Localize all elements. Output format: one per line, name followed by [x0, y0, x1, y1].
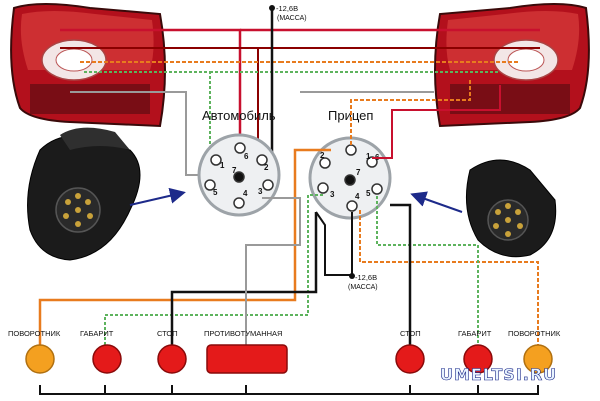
- car-pin-label-6: 6: [244, 152, 249, 161]
- trailer-pin-label-3: 3: [330, 190, 335, 199]
- trailer-pin-label-2: 2: [320, 151, 325, 160]
- lamp-right-turn-bulb: [523, 344, 553, 374]
- trailer-plug-photo: [465, 159, 557, 258]
- car-pin-2: [256, 154, 268, 166]
- car-pin-label-3: 3: [258, 187, 263, 196]
- right-tail-light: [434, 3, 590, 128]
- lamp-left-stop-label: СТОП: [157, 329, 178, 338]
- trailer-pin-label-1: 1: [366, 152, 371, 161]
- car-pin-5: [204, 179, 216, 191]
- car-socket-title: Автомобиль: [202, 108, 276, 123]
- car-pin-label-5: 5: [213, 188, 218, 197]
- trailer-plug-arrow: [410, 191, 463, 213]
- car-pin-3: [262, 179, 274, 191]
- car-pin-label-4: 4: [243, 189, 248, 198]
- lamp-fog-bulb: [206, 344, 288, 374]
- trailer-socket: 1 2 3 4 5 6 7: [308, 136, 392, 220]
- lamp-wires: [38, 80, 539, 395]
- ground-terminal-top: -12,6В (МАССА): [269, 4, 307, 22]
- car-pin-label-7: 7: [232, 166, 237, 175]
- lamp-right-parking-label: ГАБАРИТ: [458, 329, 492, 338]
- lamp-left-turn-bulb: [25, 344, 55, 374]
- car-plug-photo: [27, 127, 141, 261]
- trailer-pin-2: [319, 157, 331, 169]
- trailer-pin-3: [317, 182, 329, 194]
- lamp-right-stop-bulb: [395, 344, 425, 374]
- lamp-right-parking-bulb: [463, 344, 493, 374]
- car-pin-label-1: 1: [220, 161, 225, 170]
- lamp-fog: ПРОТИВОТУМАННАЯ: [204, 329, 288, 374]
- ground-bottom-mass: (МАССА): [348, 284, 378, 291]
- left-tail-light: [10, 3, 166, 128]
- car-pin-1: [210, 154, 222, 166]
- car-socket: 1 2 3 4 5 6 7: [197, 133, 281, 217]
- lamp-left-turn-label: ПОВОРОТНИК: [8, 329, 61, 338]
- lamp-fog-label: ПРОТИВОТУМАННАЯ: [204, 329, 282, 338]
- tail-light-wires: [60, 8, 540, 176]
- ground-top-mass: (МАССА): [277, 15, 307, 22]
- lamp-right-turn: ПОВОРОТНИК: [508, 329, 561, 374]
- trailer-pin-label-7: 7: [356, 168, 361, 177]
- trailer-pin-7: [344, 174, 356, 186]
- lamp-right-stop: СТОП: [395, 329, 425, 374]
- trailer-pin-label-4: 4: [355, 192, 360, 201]
- trailer-pin-label-5: 5: [366, 189, 371, 198]
- lamp-left-turn: ПОВОРОТНИК: [8, 329, 61, 374]
- trailer-pin-4: [346, 200, 358, 212]
- lamp-left-stop: СТОП: [157, 329, 187, 374]
- ground-bottom-voltage: -12,6В: [355, 273, 377, 282]
- ground-terminal-bottom: -12,6В (МАССА): [348, 273, 378, 291]
- trailer-socket-title: Прицеп: [328, 108, 373, 123]
- lamp-left-parking-label: ГАБАРИТ: [80, 329, 114, 338]
- lamp-left-parking-bulb: [92, 344, 122, 374]
- car-pin-7: [233, 171, 245, 183]
- trailer-pin-5: [371, 183, 383, 195]
- car-pin-6: [234, 142, 246, 154]
- trailer-pin-6: [345, 144, 357, 156]
- watermark-brand: UMELTSI.RU: [440, 365, 557, 384]
- lamp-right-stop-label: СТОП: [400, 329, 421, 338]
- ground-top-voltage: -12,6В: [276, 4, 298, 13]
- lamp-left-stop-bulb: [157, 344, 187, 374]
- car-plug-arrow: [129, 187, 186, 206]
- car-pin-4: [233, 197, 245, 209]
- lamp-left-parking: ГАБАРИТ: [80, 329, 122, 374]
- lamp-right-parking: ГАБАРИТ: [458, 329, 493, 374]
- car-pin-label-2: 2: [264, 163, 269, 172]
- lamp-right-turn-label: ПОВОРОТНИК: [508, 329, 561, 338]
